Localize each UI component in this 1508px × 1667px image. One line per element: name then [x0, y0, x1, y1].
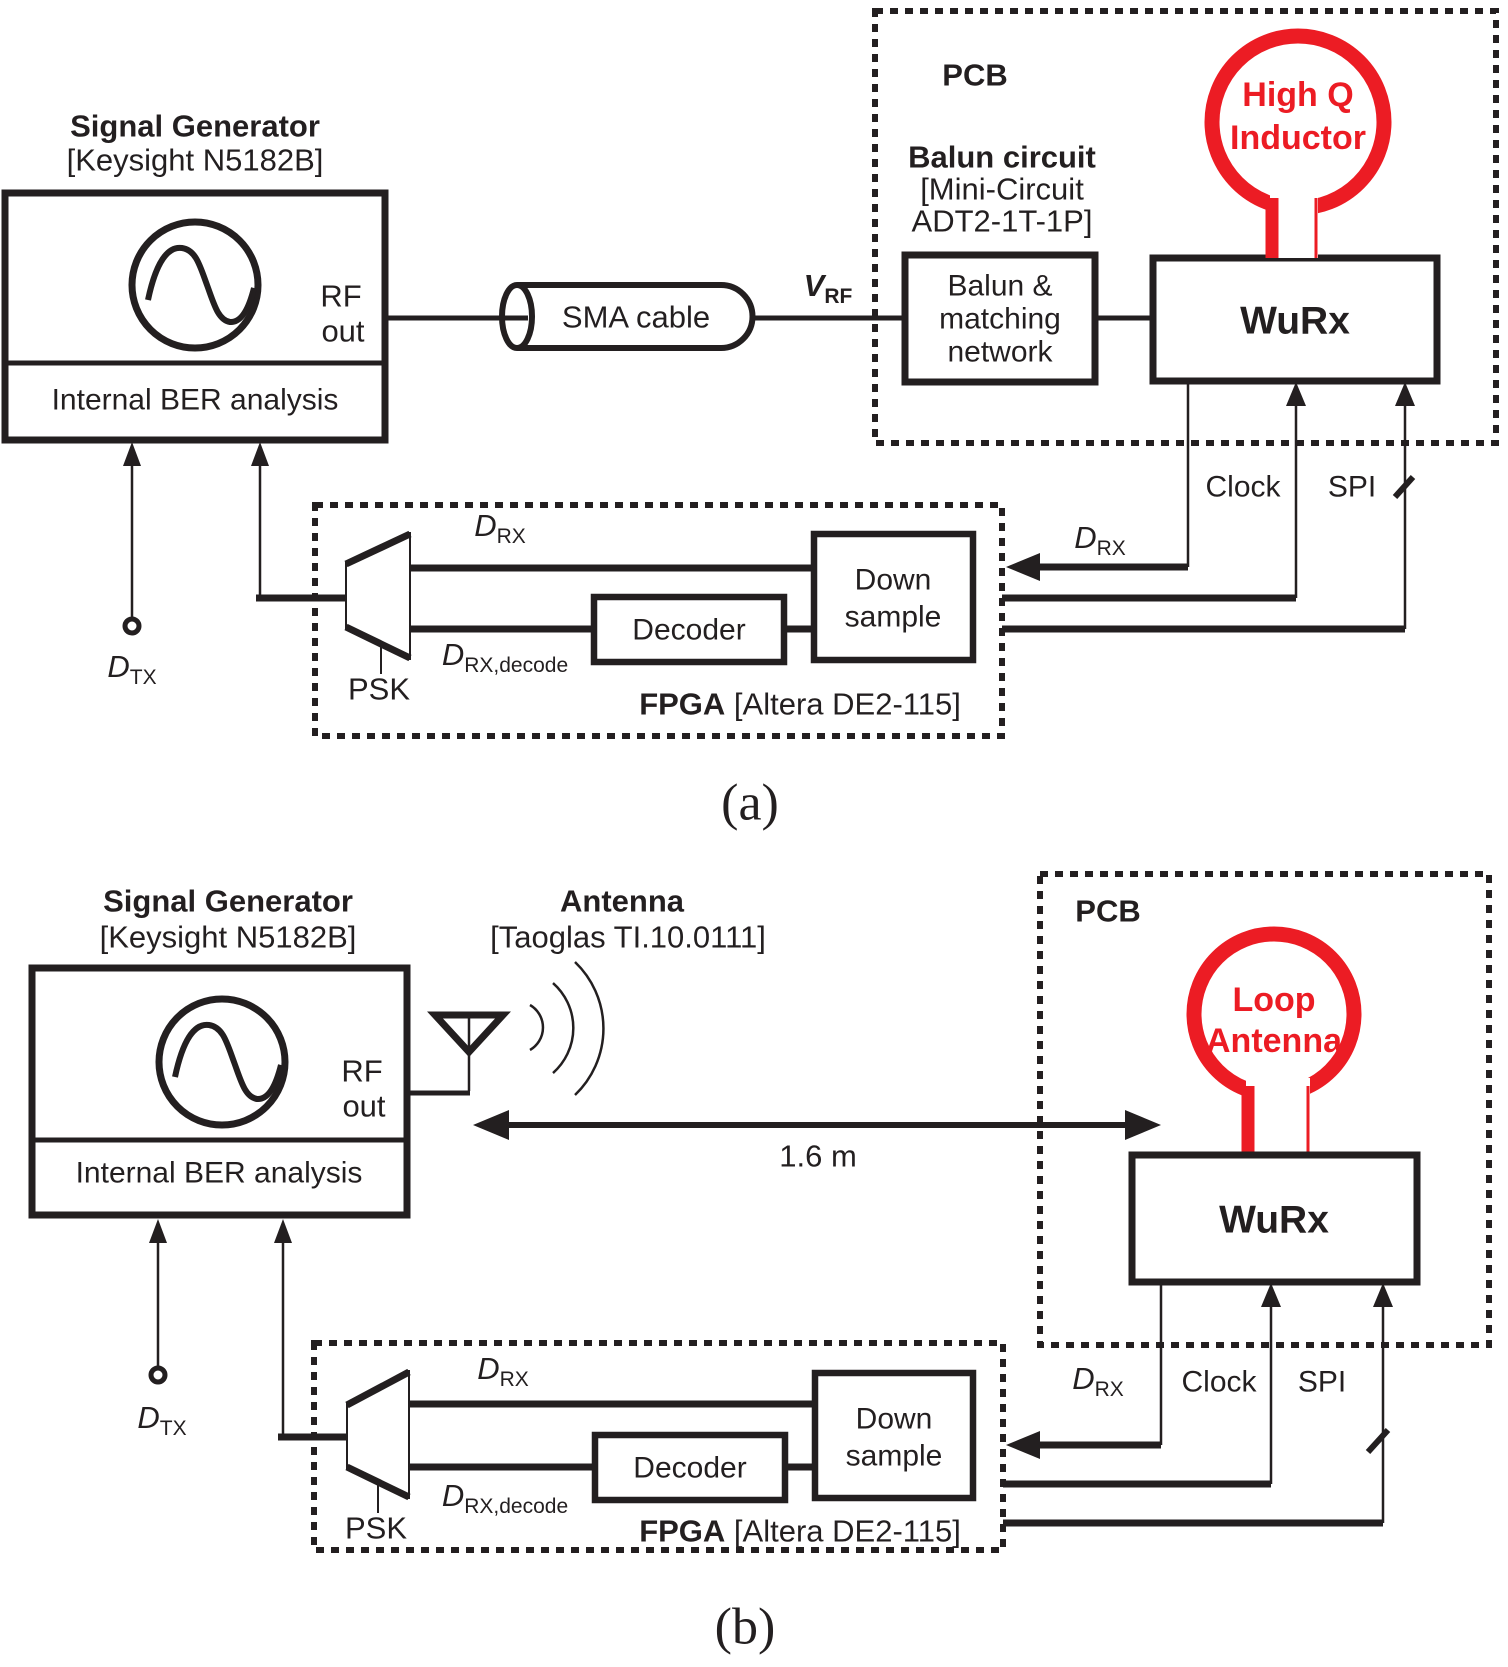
spi-label-b: SPI [1297, 1365, 1347, 1399]
spi-label-a: SPI [1327, 470, 1377, 504]
inductor-label-2: Inductor [1230, 119, 1366, 158]
clock-label-a: Clock [1205, 470, 1281, 504]
signal-generator-box-a [1, 189, 389, 444]
fig-a-shapes [1, 8, 1499, 739]
drx-arrowhead-b [1006, 1431, 1040, 1459]
pcb-dashed-box-b [1037, 871, 1492, 1348]
downsample-label-1-b: Down [855, 1402, 933, 1436]
mux-bottom-edge-b [345, 1463, 411, 1501]
signal-generator-box-b [28, 964, 411, 1219]
psk-return-arrowhead-b [274, 1219, 292, 1243]
fpga-label-b: FPGA [Altera DE2-115] [639, 1513, 961, 1549]
drx-label-fpga-b: DRX [477, 1350, 529, 1391]
distance-arrowhead-right [1125, 1110, 1161, 1140]
decoder-label-a: Decoder [632, 613, 746, 647]
mux-top-edge-a [344, 530, 412, 568]
ber-label-a: Internal BER analysis [51, 383, 339, 417]
ber-label-b: Internal BER analysis [75, 1156, 363, 1190]
balun-box-line-3-a: network [947, 335, 1053, 369]
wurx-box-b [1128, 1151, 1421, 1286]
wurx-label-a: WuRx [1240, 299, 1350, 343]
downsample-label-1-a: Down [854, 563, 932, 597]
psk-label-b: PSK [344, 1510, 408, 1546]
dtx-arrowhead-b [149, 1219, 167, 1243]
drx-label-right-a: DRX [1074, 519, 1126, 560]
sine-source-icon-b [155, 995, 289, 1129]
wurx-label-b: WuRx [1219, 1198, 1329, 1242]
clock-label-b: Clock [1181, 1365, 1257, 1399]
fpga-label-a: FPGA [Altera DE2-115] [639, 686, 961, 722]
radio-wave-icon-2 [552, 982, 575, 1074]
loop-antenna-label-1: Loop [1232, 981, 1316, 1020]
radio-wave-icon-1 [529, 1003, 545, 1052]
caption-b: (b) [714, 1598, 776, 1656]
decoder-label-b: Decoder [633, 1451, 747, 1485]
loop-gap-b [1246, 1078, 1310, 1155]
rf-label-1-a: RF [320, 278, 362, 314]
downsample-box-a [810, 530, 977, 664]
decoder-box-a [590, 593, 788, 666]
downsample-label-2-a: sample [844, 600, 942, 634]
spi-bus-slash-b [1365, 1427, 1391, 1455]
sine-wave-icon-b [172, 1021, 284, 1102]
antenna-model-b: [Taoglas TI.10.0111] [490, 919, 766, 955]
dtx-label-a: DTX [107, 648, 157, 689]
pcb-label-a: PCB [942, 57, 1008, 93]
drx-decode-label-a: DRX,decode [441, 636, 569, 677]
sig-gen-model-a: [Keysight N5182B] [66, 142, 324, 178]
balun-box-line-2-a: matching [939, 302, 1061, 336]
rf-label-1-b: RF [341, 1053, 383, 1089]
distance-label-b: 1.6 m [779, 1138, 857, 1174]
dtx-arrowhead-a [123, 442, 141, 466]
psk-return-arrowhead-a [251, 442, 269, 466]
spi-arrowhead-b [1373, 1283, 1393, 1307]
dtx-label-b: DTX [137, 1399, 187, 1440]
drx-label-fpga-a: DRX [474, 507, 526, 548]
vrf-label-a: VRF [803, 267, 853, 308]
drx-arrowhead-a [1006, 553, 1040, 581]
balun-model-2-a: ADT2-1T-1P] [911, 203, 1093, 239]
sma-cable-label-a: SMA cable [561, 299, 711, 335]
radio-wave-icon-3 [574, 961, 605, 1096]
pcb-dashed-box-a [872, 8, 1499, 446]
drx-label-right-b: DRX [1072, 1360, 1124, 1401]
antenna-title-b: Antenna [560, 883, 684, 919]
caption-a: (a) [721, 774, 779, 832]
loop-antenna-label-2: Antenna [1206, 1022, 1342, 1061]
downsample-label-2-b: sample [845, 1439, 943, 1473]
drx-decode-label-b: DRX,decode [441, 1477, 569, 1518]
mux-top-edge-b [345, 1368, 411, 1409]
fpga-dashed-box-a [312, 502, 1005, 739]
sine-wave-icon-a [145, 244, 257, 325]
clock-arrowhead-b [1261, 1283, 1281, 1307]
rf-label-2-b: out [342, 1088, 386, 1124]
sig-gen-model-b: [Keysight N5182B] [99, 919, 357, 955]
sig-gen-title-a: Signal Generator [70, 108, 320, 144]
decoder-box-b [591, 1431, 789, 1504]
rf-label-2-a: out [321, 313, 365, 349]
fig-b-shapes [28, 871, 1492, 1553]
balun-model-1-a: [Mini-Circuit [920, 171, 1084, 207]
spi-bus-slash-a [1392, 474, 1416, 500]
inductor-label-1: High Q [1242, 76, 1354, 115]
distance-arrowhead-left [473, 1110, 509, 1140]
spi-arrowhead-a [1395, 382, 1415, 406]
psk-label-a: PSK [347, 671, 411, 707]
sine-source-icon-a [128, 218, 262, 352]
dtx-terminal-b [148, 1365, 168, 1385]
sig-gen-title-b: Signal Generator [103, 883, 353, 919]
downsample-box-b [811, 1369, 977, 1502]
pcb-label-b: PCB [1075, 893, 1141, 929]
clock-arrowhead-a [1286, 382, 1306, 406]
balun-title-a: Balun circuit [908, 139, 1096, 175]
balun-box-a [901, 251, 1099, 386]
dtx-terminal-a [122, 616, 142, 636]
mux-bottom-edge-a [344, 623, 412, 662]
balun-box-line-1-a: Balun & [947, 269, 1053, 303]
